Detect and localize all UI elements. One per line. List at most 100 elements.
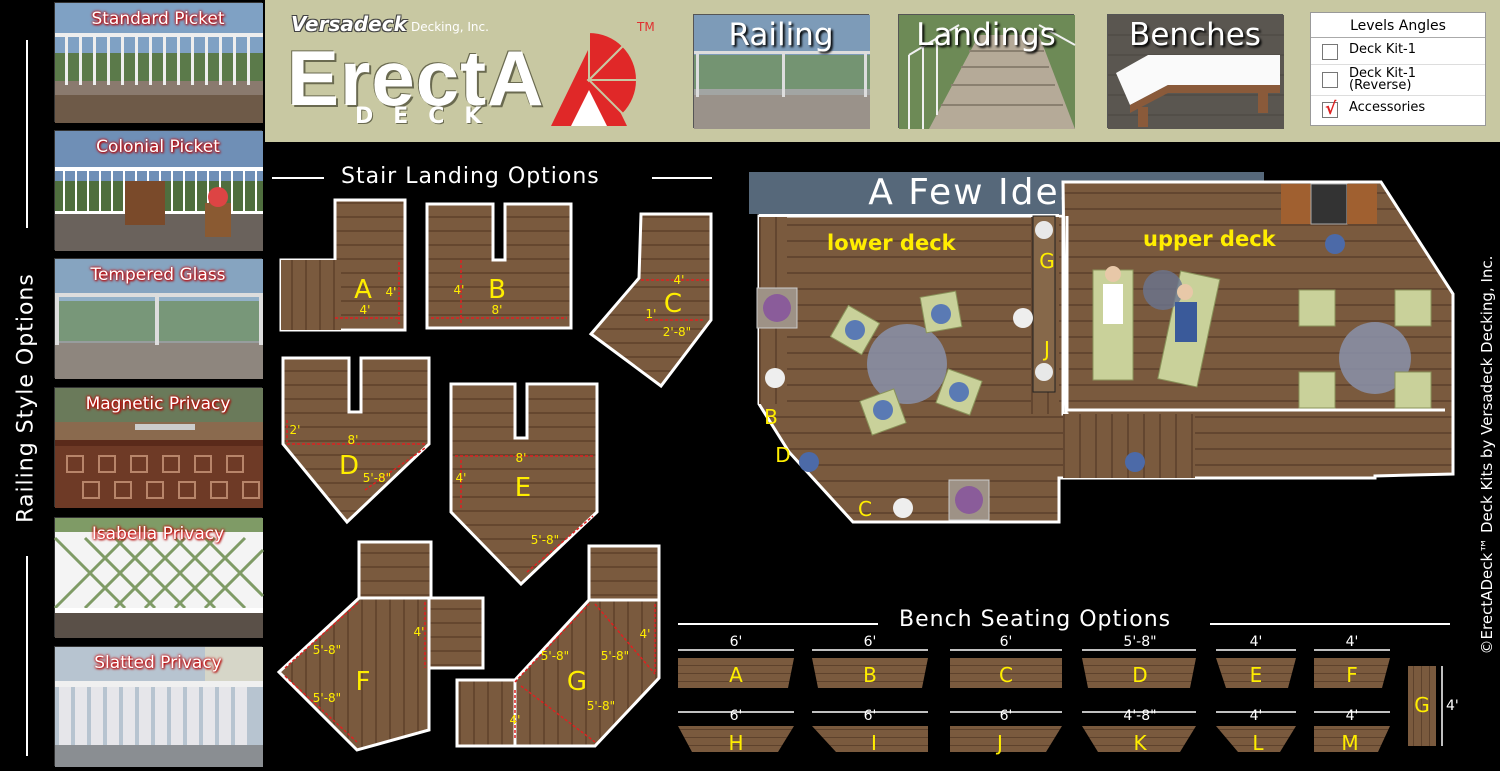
company-suffix: Decking, Inc. <box>411 20 489 34</box>
bench-k-letter: K <box>1133 731 1147 755</box>
landing-g[interactable]: G 5'-8" 5'-8" 4' 5'-8" 4' <box>455 544 661 748</box>
bench-b-letter: B <box>863 663 877 687</box>
landing-f-dim: 4' <box>414 625 425 639</box>
tab-landings[interactable]: Landings <box>898 14 1076 129</box>
railing-tab-photo <box>694 15 870 129</box>
stair-landing-diagram: A 4' 4' B 4' 8' C 4' 1' 2'-8" D 2' 8' 5'… <box>276 198 713 752</box>
slatted-privacy-photo <box>55 647 263 767</box>
bench-title-rule-right <box>1210 623 1450 625</box>
bench-i[interactable]: 6' I <box>812 708 928 755</box>
tab-benches-label: Benches <box>1129 17 1261 53</box>
flower-pot-icon <box>1035 221 1053 239</box>
landing-c-dim: 2'-8" <box>663 325 691 339</box>
bench-e-letter: E <box>1250 663 1263 687</box>
bench-i-letter: I <box>871 731 877 755</box>
patio-table-icon <box>1339 322 1411 394</box>
bench-j-letter: J <box>995 731 1003 755</box>
railing-option-slatted-privacy[interactable]: Slatted Privacy <box>54 646 263 767</box>
railing-option-magnetic-privacy[interactable]: Magnetic Privacy <box>54 387 263 508</box>
versadeck-logo: Versadeck <box>291 12 407 36</box>
colonial-picket-photo <box>55 131 263 251</box>
deck-marker-b: B <box>764 405 778 429</box>
landing-a[interactable]: A 4' 4' <box>279 198 407 332</box>
landing-g-dim: 5'-8" <box>587 699 615 713</box>
landing-b-dim: 4' <box>454 283 465 297</box>
tab-benches[interactable]: Benches <box>1107 14 1284 129</box>
option-accessories[interactable]: √ Accessories <box>1311 96 1485 123</box>
bench-b-dim: 6' <box>864 634 877 650</box>
magnetic-privacy-photo <box>55 388 263 508</box>
landing-g-dim: 4' <box>510 713 521 727</box>
bench-g-letter: G <box>1414 693 1430 717</box>
railing-option-isabella-privacy[interactable]: Isabella Privacy <box>53 517 265 638</box>
landing-f[interactable]: F 5'-8" 5'-8" 4' <box>276 540 485 752</box>
railing-option-colonial-picket[interactable]: Colonial Picket <box>54 130 263 251</box>
landing-g-dim: 5'-8" <box>601 649 629 663</box>
landing-d-dim: 8' <box>348 433 359 447</box>
deck-marker-g: G <box>1039 249 1055 273</box>
trademark-mark: TM <box>637 20 655 34</box>
bench-e-dim: 4' <box>1250 634 1263 650</box>
option-deck-kit-1[interactable]: Deck Kit-1 <box>1311 38 1485 65</box>
bench-i-dim: 6' <box>864 708 877 724</box>
bench-j[interactable]: 6' J <box>950 708 1062 755</box>
railing-option-standard-picket[interactable]: Standard Picket <box>54 2 263 123</box>
landings-tab-photo <box>899 15 1076 129</box>
tab-railing[interactable]: Railing <box>693 14 870 129</box>
landing-a-letter: A <box>354 275 372 305</box>
railing-option-label: Colonial Picket <box>96 137 220 157</box>
bench-l-letter: L <box>1252 731 1264 755</box>
railing-style-options-label: Railing Style Options <box>13 273 39 523</box>
checkmark-icon: √ <box>1325 99 1337 119</box>
bench-b[interactable]: 6' B <box>812 634 928 688</box>
flower-pot-icon <box>1035 363 1053 381</box>
railing-option-label: Slatted Privacy <box>94 653 222 673</box>
option-deck-kit-1-reverse[interactable]: Deck Kit-1 (Reverse) <box>1311 65 1485 96</box>
bench-a[interactable]: 6' A <box>678 634 794 688</box>
landing-d[interactable]: D 2' 8' 5'-8" <box>281 356 431 525</box>
deck-kit-1-reverse-checkbox[interactable] <box>1322 72 1338 88</box>
landing-d-letter: D <box>339 451 359 481</box>
bench-k-dim: 4'-8" <box>1123 708 1156 724</box>
landing-c-letter: C <box>664 289 682 319</box>
bench-f[interactable]: 4' F <box>1314 634 1390 688</box>
railing-option-label: Magnetic Privacy <box>85 394 231 414</box>
tab-landings-label: Landings <box>916 17 1056 53</box>
bench-e[interactable]: 4' E <box>1216 634 1296 688</box>
patio-table-icon <box>867 324 947 404</box>
landing-e[interactable]: E 8' 4' 5'-8" <box>449 382 599 587</box>
deck-kit-1-label: Deck Kit-1 <box>1349 42 1417 57</box>
bench-h-letter: H <box>728 731 743 755</box>
landing-g-letter: G <box>567 667 587 697</box>
upper-deck-label: upper deck <box>1143 227 1277 251</box>
sidebar-divider-bottom <box>26 556 28 756</box>
bench-d[interactable]: 5'-8" D <box>1082 634 1196 688</box>
landing-a-dim: 4' <box>386 285 397 299</box>
bench-j-dim: 6' <box>1000 708 1013 724</box>
deck-kit-1-checkbox[interactable] <box>1322 44 1338 60</box>
deck-marker-j: J <box>1042 337 1050 361</box>
bench-k[interactable]: 4'-8" K <box>1082 708 1196 755</box>
bench-a-dim: 6' <box>730 634 743 650</box>
accessories-label: Accessories <box>1349 100 1426 115</box>
landing-b[interactable]: B 4' 8' <box>425 202 573 330</box>
bench-d-dim: 5'-8" <box>1123 634 1156 650</box>
landing-a-dim: 4' <box>360 303 371 317</box>
landing-c[interactable]: C 4' 1' 2'-8" <box>588 212 713 389</box>
landing-c-dim: 4' <box>674 273 685 287</box>
bench-m[interactable]: 4' M <box>1314 708 1390 755</box>
bench-c[interactable]: 6' C <box>950 634 1062 688</box>
bench-h[interactable]: 6' H <box>678 708 794 755</box>
tempered-glass-photo <box>55 259 263 379</box>
bench-g[interactable]: G 4' <box>1408 666 1459 746</box>
railing-option-label: Isabella Privacy <box>91 524 225 544</box>
bench-h-dim: 6' <box>730 708 743 724</box>
railing-option-tempered-glass[interactable]: Tempered Glass <box>54 258 263 379</box>
bench-c-letter: C <box>999 663 1013 687</box>
bench-seating-options-title: Bench Seating Options <box>899 607 1172 632</box>
deck-logo-text: DECK <box>355 104 502 129</box>
tab-railing-label: Railing <box>728 17 834 53</box>
accessories-checkbox[interactable]: √ <box>1322 99 1338 119</box>
bench-l[interactable]: 4' L <box>1216 708 1296 755</box>
bench-m-letter: M <box>1341 731 1358 755</box>
